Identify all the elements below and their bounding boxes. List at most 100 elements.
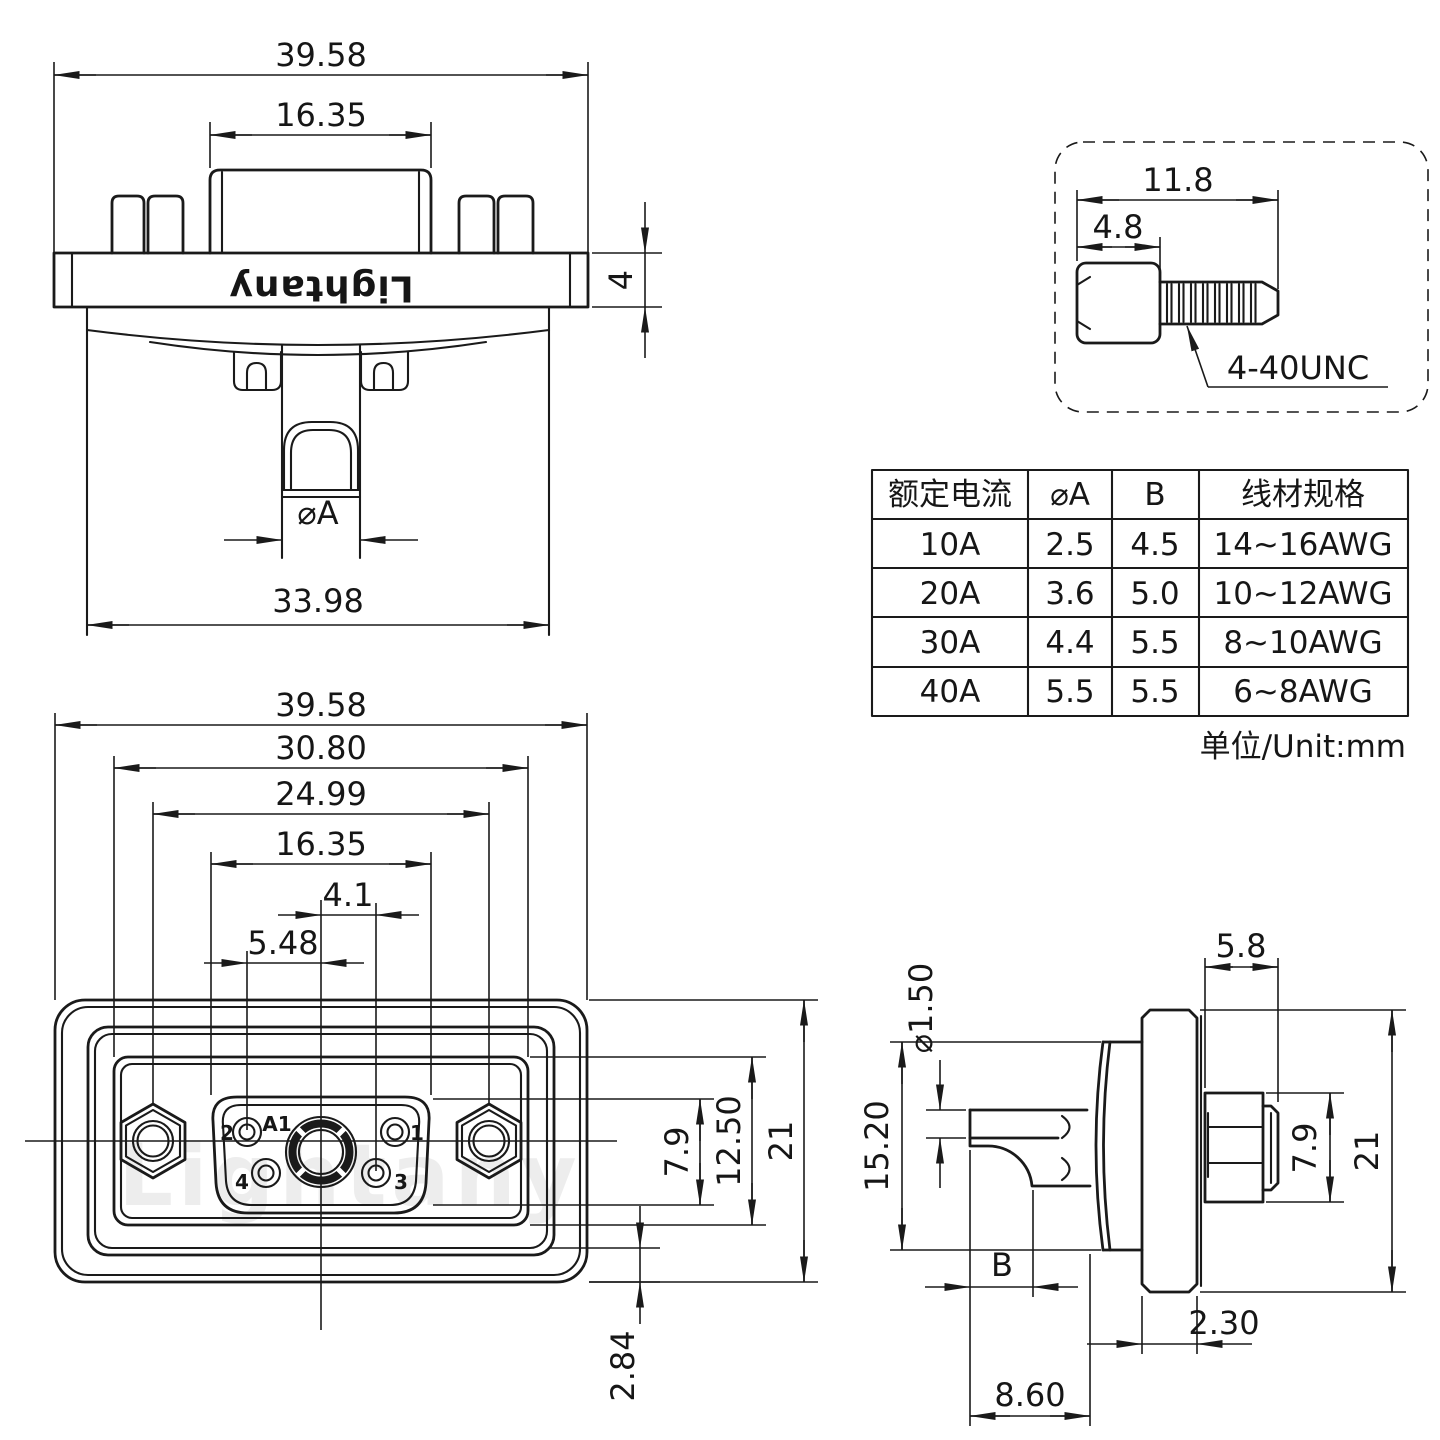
dim-shell-height: 15.20 xyxy=(858,1041,1101,1251)
cell-dia-40a: 5.5 xyxy=(1045,674,1094,710)
svg-text:24.99: 24.99 xyxy=(275,775,367,813)
svg-text:7.9: 7.9 xyxy=(658,1127,696,1178)
cell-current-10a: 10A xyxy=(920,527,981,563)
dim-front-overall-height: 21 xyxy=(589,999,818,1283)
svg-text:11.8: 11.8 xyxy=(1142,161,1213,199)
shell-front-face xyxy=(1094,1040,1112,1252)
svg-text:16.35: 16.35 xyxy=(275,96,367,134)
svg-text:5.8: 5.8 xyxy=(1216,927,1267,965)
wire-channel-walls xyxy=(280,343,362,560)
jackscrew-head-profile xyxy=(1261,1104,1280,1192)
front-view: Lightany xyxy=(25,686,818,1402)
pin-label-1: 1 xyxy=(410,1121,424,1145)
cell-b-40a: 5.5 xyxy=(1130,674,1179,710)
pin-label-2: 2 xyxy=(220,1121,234,1145)
screw-threads xyxy=(1165,282,1257,324)
spec-table: 额定电流 ⌀A B 线材规格 10A 2.5 4.5 14~16AWG 20A … xyxy=(870,468,1410,765)
cell-b-10a: 4.5 xyxy=(1130,527,1179,563)
dim-front-edge-offset: 2.84 xyxy=(549,1206,660,1402)
svg-text:39.58: 39.58 xyxy=(275,686,367,724)
dim-side-screw-height: 7.9 xyxy=(1266,1092,1344,1203)
dim-top-insert-width: 16.35 xyxy=(209,96,432,168)
cell-wire-10a: 14~16AWG xyxy=(1213,527,1392,563)
svg-text:B: B xyxy=(991,1246,1013,1284)
svg-text:30.80: 30.80 xyxy=(275,729,367,767)
svg-text:33.98: 33.98 xyxy=(272,582,364,620)
left-hook xyxy=(232,350,283,392)
wire-barrel-profile xyxy=(968,1108,1092,1188)
svg-text:8.60: 8.60 xyxy=(994,1376,1065,1414)
wire-grommet xyxy=(280,420,362,499)
svg-text:21: 21 xyxy=(1348,1131,1386,1172)
dim-front-depth: 8.60 xyxy=(969,1254,1091,1426)
dim-pin-offset-inner: 4.1 xyxy=(278,876,419,1171)
svg-text:15.20: 15.20 xyxy=(858,1100,896,1192)
dim-wire-hole: ⌀A xyxy=(224,494,418,544)
svg-text:39.58: 39.58 xyxy=(275,36,367,74)
dim-screw-head-length: 4.8 xyxy=(1076,208,1161,280)
jackscrew-detail: 11.8 4.8 4-40UNC xyxy=(1054,141,1429,413)
contact-pin-profile xyxy=(968,1108,1089,1140)
svg-text:7.9: 7.9 xyxy=(1286,1123,1324,1174)
insert-block-walls xyxy=(220,170,421,255)
col-header-wire: 线材规格 xyxy=(1241,477,1365,513)
svg-text:4.8: 4.8 xyxy=(1093,208,1144,246)
right-hex-nut xyxy=(455,1102,523,1180)
top-view: Lightany 39.58 16.35 4 xyxy=(52,36,662,637)
dim-pin-offset-outer: 5.48 xyxy=(204,924,364,1130)
cell-wire-20a: 10~12AWG xyxy=(1213,576,1392,612)
d-insert-inner xyxy=(221,1103,421,1207)
dim-side-overall-height: 21 xyxy=(1200,1009,1406,1293)
dim-front-flange-width: 30.80 xyxy=(113,729,529,1057)
svg-text:⌀1.50: ⌀1.50 xyxy=(902,963,940,1054)
dim-screw-total-length: 11.8 xyxy=(1076,161,1279,289)
barrel-notches xyxy=(1060,1114,1071,1182)
left-screw-posts xyxy=(110,194,185,255)
dim-top-overall-width: 39.58 xyxy=(53,36,589,253)
pin-label-a1: A1 xyxy=(262,1112,291,1136)
cell-b-30a: 5.5 xyxy=(1130,625,1179,661)
brand-logo: Lightany xyxy=(228,268,413,309)
right-hook xyxy=(359,350,410,392)
dim-front-overall-width: 39.58 xyxy=(54,686,588,1000)
shell-curved-face xyxy=(85,328,551,357)
d-insert-outer xyxy=(211,1095,431,1215)
dim-flange-thickness: 4 xyxy=(592,202,662,358)
svg-text:⌀A: ⌀A xyxy=(297,494,338,532)
detail-boundary xyxy=(1054,141,1429,413)
svg-text:4-40UNC: 4-40UNC xyxy=(1227,349,1369,387)
thread-callout: 4-40UNC xyxy=(1186,325,1388,388)
svg-text:2.30: 2.30 xyxy=(1188,1304,1259,1342)
left-hex-nut xyxy=(119,1102,187,1180)
screw-head xyxy=(1075,261,1162,345)
cell-wire-40a: 6~8AWG xyxy=(1233,674,1373,710)
svg-text:4: 4 xyxy=(602,270,640,290)
cell-current-30a: 30A xyxy=(920,625,981,661)
dim-rear-depth: 5.8 xyxy=(1204,927,1279,1102)
insert-block xyxy=(208,168,433,255)
pin-label-4: 4 xyxy=(235,1170,249,1194)
dim-front-flange-height: 12.50 xyxy=(530,1056,766,1226)
dim-body-width: 33.98 xyxy=(86,582,550,629)
cell-current-20a: 20A xyxy=(920,576,981,612)
cell-wire-30a: 8~10AWG xyxy=(1223,625,1382,661)
cell-b-20a: 5.0 xyxy=(1130,576,1179,612)
dim-barrel-depth: B xyxy=(925,1150,1078,1426)
dim-front-screw-spacing: 24.99 xyxy=(152,775,490,1104)
dim-side-flange-thickness: 2.30 xyxy=(1087,1296,1260,1354)
screw-shaft xyxy=(1158,280,1280,326)
svg-text:2.84: 2.84 xyxy=(604,1330,642,1401)
right-screw-posts xyxy=(457,194,535,255)
shell-top-bottom xyxy=(1101,1040,1144,1252)
body-side-walls xyxy=(85,305,551,637)
svg-text:16.35: 16.35 xyxy=(275,825,367,863)
svg-text:4.1: 4.1 xyxy=(323,876,374,914)
cell-dia-10a: 2.5 xyxy=(1045,527,1094,563)
jackscrew-body-lines xyxy=(1206,1111,1273,1185)
side-view: ⌀1.50 15.20 5.8 7.9 xyxy=(858,927,1406,1426)
unit-note: 单位/Unit:mm xyxy=(1200,729,1406,765)
cell-current-40a: 40A xyxy=(920,674,981,710)
col-header-b: B xyxy=(1144,477,1165,513)
flange-outline xyxy=(52,251,590,309)
